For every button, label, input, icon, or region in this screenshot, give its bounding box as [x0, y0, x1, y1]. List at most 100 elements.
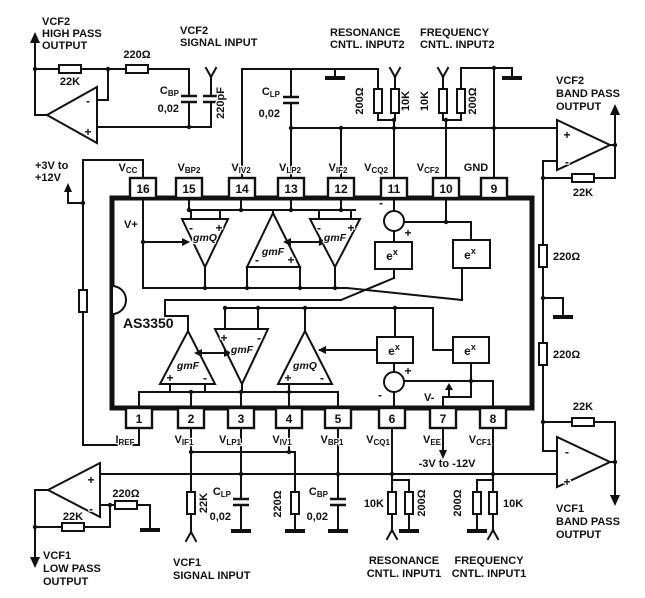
pin-boxes-top: [128, 176, 509, 200]
pin-number-16: 16: [136, 182, 150, 196]
svg-text:+: +: [215, 221, 222, 235]
output-arrow-icon-bp2: [610, 104, 620, 115]
resistor-label: 10K: [419, 91, 431, 111]
pin-box-1: [124, 406, 154, 430]
svg-text:-: -: [317, 221, 321, 235]
signal-arrow-icon: [182, 238, 190, 246]
sig2-title-line1: VCF2: [180, 25, 208, 37]
resistor-200-freq2: [456, 88, 466, 114]
resistor-label: 220Ω: [553, 251, 580, 263]
output-arrow-icon-bp1: [610, 495, 620, 506]
svg-text:+: +: [166, 371, 173, 385]
supply-pos-line1: +3V to: [35, 160, 69, 172]
pin-box-5: [323, 406, 353, 430]
chip-name-label: AS3350: [123, 315, 174, 331]
pin-label-vbp2: VBP2: [178, 162, 201, 175]
hp2-title-line3: OUTPUT: [42, 40, 88, 52]
pin-number-10: 10: [439, 182, 453, 196]
opamp-bandpass1: [556, 435, 613, 489]
pin-box-13: [276, 176, 306, 200]
pin-box-12: [326, 176, 356, 200]
resistor-220-lp1: [114, 500, 138, 510]
exp-label-2a: ex: [386, 247, 398, 263]
pin-number-7: 7: [440, 412, 447, 426]
pin-box-11: [379, 176, 409, 200]
svg-text:-: -: [565, 445, 569, 459]
ota-gmf1a: [158, 328, 217, 385]
svg-text:-: -: [255, 253, 259, 267]
pin-box-4: [274, 406, 304, 430]
cap-value-clp1: 0,02: [210, 511, 231, 523]
freq2-title-line2: CNTL. INPUT2: [420, 39, 495, 51]
pin-number-6: 6: [389, 412, 396, 426]
resistor-22k-bp1: [571, 417, 595, 427]
pin-number-11: 11: [388, 182, 401, 196]
res1-title-line1: RESONANCE: [369, 555, 439, 567]
resistor-label: 10K: [503, 498, 523, 510]
ota-gmf1b: [213, 328, 270, 387]
exp-block-2b: [452, 239, 491, 269]
sig1-title-line1: VCF1: [173, 557, 201, 569]
pin-label-viv1: VIV1: [272, 434, 292, 447]
resistor-label: 220Ω: [112, 488, 139, 500]
amplifiers: [44, 85, 613, 519]
resistor-22k-bp2: [571, 173, 595, 183]
wires-vcc-iref: [67, 159, 144, 446]
ground-icons: [140, 76, 573, 533]
resistor-label: 22K: [573, 187, 593, 199]
svg-text:+: +: [87, 473, 94, 487]
resistor-10k-res2: [390, 88, 400, 114]
resistor-22k-hp2: [58, 64, 82, 74]
signal-arrow-icon: [194, 349, 202, 357]
svg-text:-: -: [320, 371, 324, 385]
pin-label-vlp1: VLP1: [219, 434, 242, 447]
pin-label-vcf1: VCF1: [469, 434, 492, 447]
pin-label-gnd: GND: [464, 162, 489, 174]
signal-arrow-icon: [319, 238, 327, 246]
chip-vminus-label: V-: [424, 392, 435, 404]
pin-box-8: [478, 406, 508, 430]
svg-text:+: +: [563, 128, 570, 142]
pin-label-vif1: VIF1: [175, 434, 194, 447]
svg-text:-: -: [379, 196, 383, 210]
wires-lowpass1: [34, 489, 151, 559]
pin-number-5: 5: [335, 412, 342, 426]
arrowheads: [30, 32, 620, 568]
hp2-title-line2: HIGH PASS: [42, 28, 102, 40]
opamp-bandpass2: [556, 118, 613, 172]
pin-label-vif2: VIF2: [329, 162, 348, 175]
pin-box-6: [377, 406, 407, 430]
resistor-label: 22K: [63, 511, 83, 523]
pin-box-16: [128, 176, 158, 200]
resistor-label: 200Ω: [416, 489, 428, 516]
resistor-22k-lp1: [61, 522, 85, 532]
cap-value-clp2: 0,02: [259, 108, 280, 120]
resistor-label: 200Ω: [452, 489, 464, 516]
exp-block-1a: [376, 336, 414, 364]
resistor-200-res1: [404, 491, 414, 515]
resistor-label: 220Ω: [553, 349, 580, 361]
svg-text:+: +: [287, 253, 294, 267]
freq1-title-line2: CNTL. INPUT1: [452, 568, 527, 580]
svg-text:-: -: [86, 94, 90, 108]
resistor-220-right-bottom: [538, 342, 548, 366]
pin-box-10: [431, 176, 461, 200]
resistor-220-hp2: [125, 64, 149, 74]
ota-label-gmf1b: gmF: [230, 344, 254, 356]
ota-label-gmf2b: gmF: [323, 232, 347, 244]
svg-text:+: +: [284, 371, 291, 385]
bp1-title-line3: OUTPUT: [556, 529, 602, 541]
svg-text:-: -: [89, 502, 93, 516]
pin-number-13: 13: [284, 182, 298, 196]
svg-text:+: +: [404, 226, 411, 240]
cap-label-220pf: 220pF: [215, 87, 227, 119]
exp-block-1b: [452, 336, 490, 364]
pin-box-7: [428, 406, 458, 430]
ota-label-gmf1a: gmF: [176, 360, 200, 372]
pin-label-vee: VEE: [423, 434, 442, 447]
chip-notch: [111, 284, 127, 316]
pin-label-vcq2: VCQ2: [364, 162, 388, 175]
resistor-iref: [78, 289, 88, 313]
pin-label-vcf2: VCF2: [417, 162, 440, 175]
